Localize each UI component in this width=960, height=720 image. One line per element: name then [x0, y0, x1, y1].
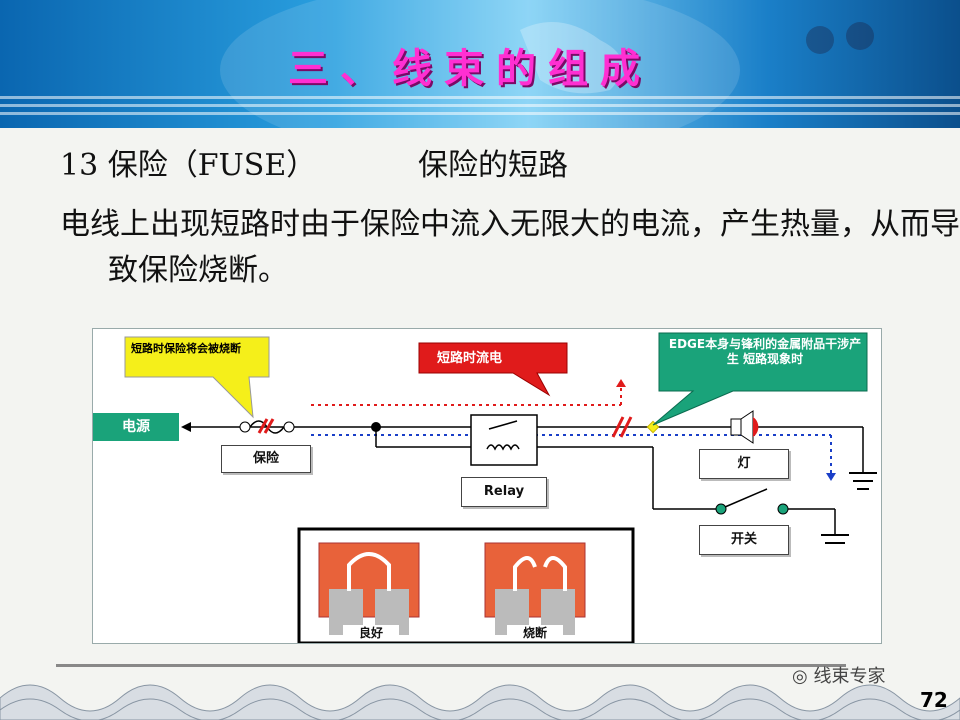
- body-paragraph: 电线上出现短路时由于保险中流入无限大的电流，产生热量，从而导致保险烧断。: [60, 207, 960, 288]
- page-number: 72: [920, 688, 948, 712]
- wave-pattern: [0, 684, 960, 720]
- callout-edge-short: EDGE本身与锋利的金属附品干涉产生 短路现象时: [668, 337, 862, 366]
- globe-graphic: [220, 0, 874, 128]
- fuse-good-label: 良好: [343, 625, 399, 641]
- power-label: 电源: [93, 413, 179, 441]
- callout-fuse-blow: 短路时保险将会被烧断: [131, 342, 241, 355]
- brand-text: 线束专家: [813, 666, 886, 687]
- callout-short-current: 短路时流电: [437, 351, 503, 366]
- section-heading: 13 保险（FUSE） 保险的短路: [60, 140, 568, 184]
- lamp-label: 灯: [699, 449, 789, 479]
- fuse-blown-label: 烧断: [507, 625, 563, 641]
- fuse-label: 保险: [221, 445, 311, 473]
- header-banner: 三、线束的组成: [0, 0, 960, 128]
- wechat-icon: ◎: [792, 666, 808, 687]
- slide-title: 三、线束的组成: [288, 45, 652, 92]
- fuse-short-circuit-diagram: 短路时保险将会被烧断 短路时流电 EDGE本身与锋利的金属附品干涉产生 短路现象…: [92, 328, 882, 644]
- circuit-drawing: [124, 332, 877, 643]
- heading-main: 13 保险（FUSE）: [60, 148, 317, 183]
- relay-label: Relay: [461, 477, 547, 507]
- heading-sub: 保险的短路: [418, 148, 568, 183]
- brand-watermark: ◎ 线束专家: [792, 662, 885, 688]
- switch-label: 开关: [699, 525, 789, 555]
- footer-divider: [56, 664, 846, 667]
